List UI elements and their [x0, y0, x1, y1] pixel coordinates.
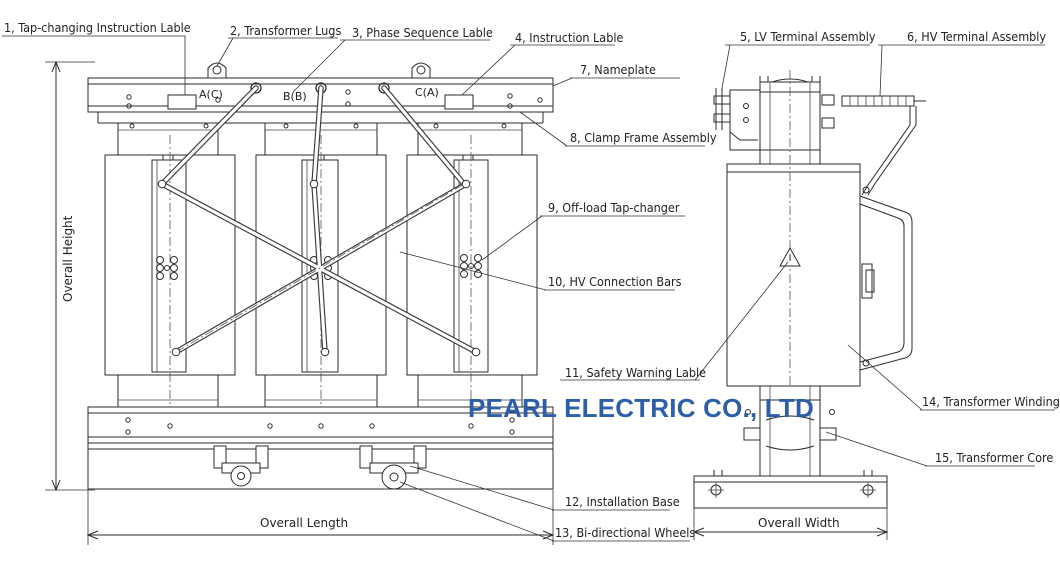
- bi-directional-wheel: [213, 445, 427, 490]
- label-clamp-frame-assembly: 8, Clamp Frame Assembly: [570, 130, 717, 145]
- overall-height-label: Overall Height: [61, 215, 75, 302]
- hv-connection-bars: [157, 85, 481, 357]
- transformer-windings-side: [726, 163, 861, 387]
- label-hv-connection-bars: 10, HV Connection Bars: [548, 274, 682, 289]
- label-transformer-windings: 14, Transformer Windings: [922, 394, 1060, 409]
- safety-warning-label: [779, 246, 801, 267]
- phase-label-left: A(C): [199, 88, 223, 101]
- overall-width-dimension: [692, 508, 889, 540]
- label-off-load-tap-changer: 9, Off-load Tap-changer: [548, 200, 680, 215]
- overall-width-label: Overall Width: [758, 516, 840, 530]
- label-phase-sequence: 3, Phase Sequence Lable: [352, 25, 493, 40]
- label-tap-changing-instruction: 1, Tap-changing Instruction Lable: [4, 20, 191, 35]
- phase-label-middle: B(B): [283, 90, 307, 103]
- overall-length-dimension: [86, 490, 555, 545]
- installation-base: [87, 442, 554, 490]
- lower-core-stubs: [117, 374, 523, 408]
- side-installation-base: [693, 470, 888, 509]
- transformer-lug: [207, 62, 431, 78]
- label-bi-directional-wheels: 13, Bi-directional Wheels: [555, 525, 695, 540]
- label-nameplate: 7, Nameplate: [580, 62, 656, 77]
- overall-length-label: Overall Length: [260, 516, 348, 530]
- label-instruction: 4, Instruction Lable: [515, 30, 623, 45]
- transformer-windings-front: [104, 135, 538, 470]
- side-view: Overall Width: [692, 70, 926, 540]
- label-safety-warning: 11, Safety Warning Lable: [565, 365, 706, 380]
- hv-terminal-assembly: [841, 95, 926, 196]
- label-lv-terminal-assembly: 5, LV Terminal Assembly: [740, 29, 876, 44]
- front-view: A(C) B(B) C(A): [45, 60, 555, 545]
- lv-terminal-assembly: [713, 88, 761, 151]
- leader-lines: [2, 35, 1055, 542]
- company-watermark: PEARL ELECTRIC CO., LTD: [468, 393, 814, 423]
- label-transformer-lugs: 2, Transformer Lugs: [230, 23, 341, 38]
- label-hv-terminal-assembly: 6, HV Terminal Assembly: [907, 29, 1046, 44]
- side-core-top: [759, 76, 835, 165]
- label-transformer-core: 15, Transformer Core: [935, 450, 1053, 465]
- upper-core-stubs: [117, 122, 523, 156]
- label-installation-base: 12, Installation Base: [565, 494, 680, 509]
- tap-changing-instruction-label: [167, 94, 197, 110]
- transformer-core-side: [743, 385, 837, 477]
- phase-label-right: C(A): [415, 86, 439, 99]
- side-bracket: [859, 186, 913, 371]
- overall-height-dimension: [45, 60, 95, 492]
- instruction-label: [444, 94, 474, 110]
